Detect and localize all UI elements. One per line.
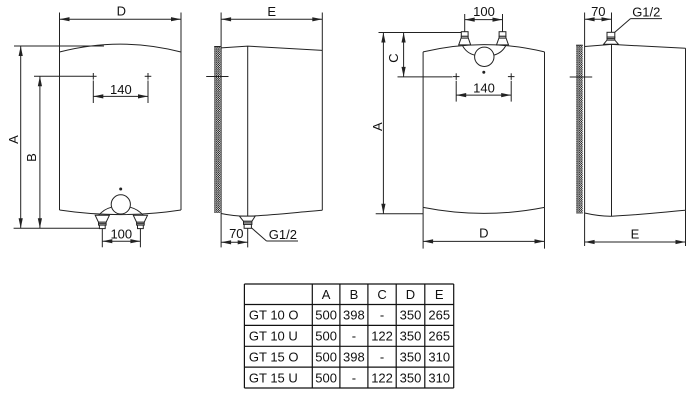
svg-text:310: 310 bbox=[428, 370, 450, 385]
svg-text:350: 350 bbox=[400, 370, 422, 385]
svg-text:D: D bbox=[406, 287, 415, 302]
svg-text:A: A bbox=[6, 135, 21, 144]
svg-text:100: 100 bbox=[110, 227, 132, 242]
svg-text:122: 122 bbox=[371, 370, 393, 385]
svg-text:D: D bbox=[117, 4, 126, 19]
svg-text:122: 122 bbox=[371, 329, 393, 344]
svg-text:350: 350 bbox=[400, 308, 422, 323]
svg-text:A: A bbox=[322, 287, 331, 302]
svg-text:265: 265 bbox=[428, 329, 450, 344]
svg-text:70: 70 bbox=[591, 4, 605, 19]
svg-text:G1/2: G1/2 bbox=[632, 5, 660, 20]
svg-text:350: 350 bbox=[400, 349, 422, 364]
svg-text:265: 265 bbox=[428, 308, 450, 323]
svg-text:350: 350 bbox=[400, 329, 422, 344]
svg-text:G1/2: G1/2 bbox=[269, 227, 297, 242]
svg-text:140: 140 bbox=[473, 81, 495, 96]
svg-text:70: 70 bbox=[229, 226, 243, 241]
svg-text:500: 500 bbox=[315, 308, 337, 323]
svg-text:E: E bbox=[631, 227, 640, 242]
svg-text:-: - bbox=[380, 308, 384, 323]
svg-text:GT 15 O: GT 15 O bbox=[249, 349, 299, 364]
svg-text:-: - bbox=[380, 349, 384, 364]
svg-text:500: 500 bbox=[315, 370, 337, 385]
svg-text:500: 500 bbox=[315, 329, 337, 344]
svg-text:310: 310 bbox=[428, 349, 450, 364]
svg-text:D: D bbox=[479, 226, 488, 241]
svg-text:C: C bbox=[377, 287, 386, 302]
svg-text:E: E bbox=[267, 4, 276, 19]
svg-text:C: C bbox=[386, 53, 401, 62]
svg-text:GT 10 O: GT 10 O bbox=[249, 308, 299, 323]
svg-text:398: 398 bbox=[343, 349, 365, 364]
svg-text:-: - bbox=[352, 329, 356, 344]
svg-text:B: B bbox=[24, 153, 39, 162]
svg-text:398: 398 bbox=[343, 308, 365, 323]
svg-text:E: E bbox=[435, 287, 444, 302]
svg-text:100: 100 bbox=[473, 4, 495, 19]
svg-text:A: A bbox=[370, 122, 385, 131]
svg-text:-: - bbox=[352, 370, 356, 385]
svg-text:GT 10 U: GT 10 U bbox=[249, 329, 298, 344]
svg-text:B: B bbox=[350, 287, 359, 302]
svg-text:GT 15 U: GT 15 U bbox=[249, 370, 298, 385]
svg-text:140: 140 bbox=[110, 82, 132, 97]
svg-text:500: 500 bbox=[315, 349, 337, 364]
